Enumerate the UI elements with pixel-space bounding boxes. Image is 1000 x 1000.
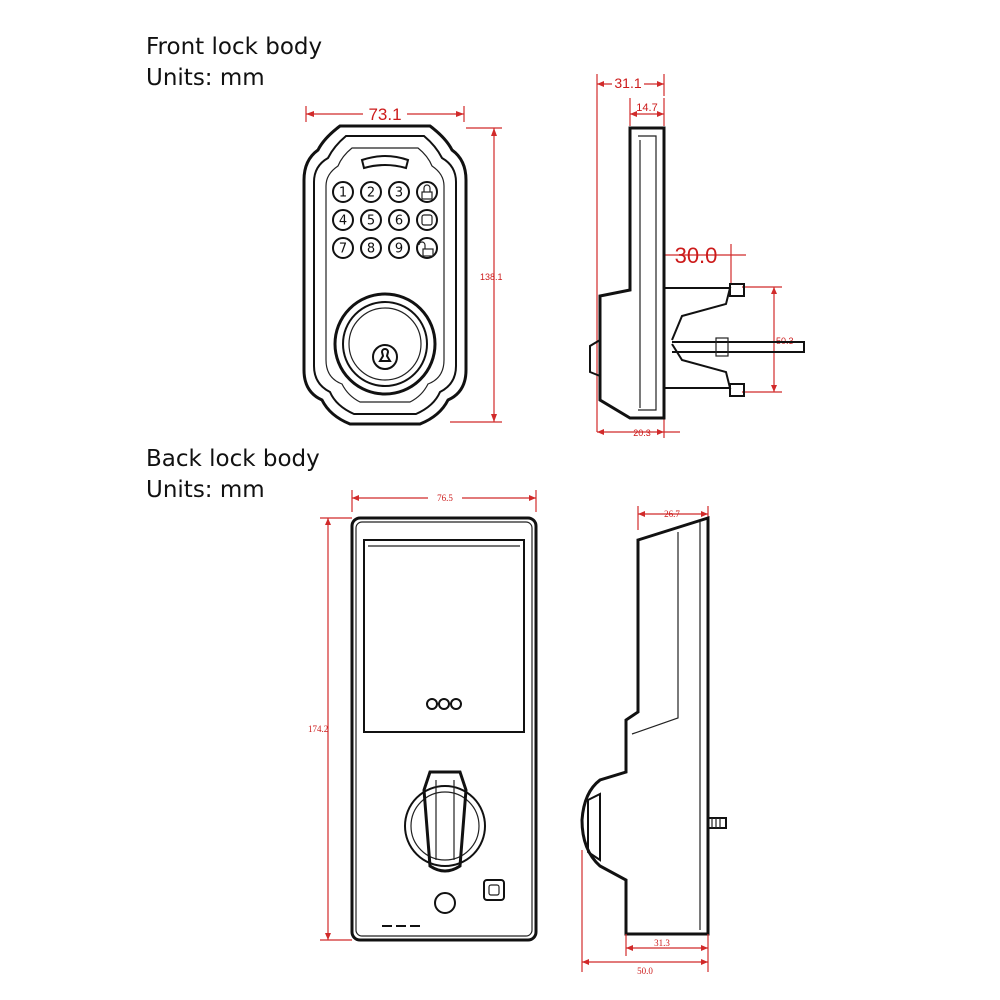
back-mid-depth-label: 31.3 [654, 938, 670, 948]
svg-text:4: 4 [339, 214, 347, 229]
back-title: Back lock body [146, 446, 320, 472]
back-width-dimension: 76.5 [351, 490, 537, 512]
keypad-key-3: 3 [388, 181, 410, 203]
svg-text:9: 9 [395, 242, 403, 257]
svg-text:1: 1 [339, 186, 347, 201]
front-face-depth-label: 14.7 [636, 102, 657, 114]
svg-text:8: 8 [367, 242, 375, 257]
keypad-key-blank [416, 209, 438, 231]
lock-open-icon [416, 237, 438, 259]
back-battery-cover [363, 539, 525, 733]
fingerprint-sensor-icon [483, 879, 505, 901]
front-face-depth-dimension: 14.7 [629, 98, 665, 126]
svg-text:6: 6 [395, 214, 403, 229]
front-indicator-slot [360, 155, 410, 170]
front-cylinder [333, 292, 437, 396]
back-height-dimension: 174.2 [308, 517, 352, 941]
keypad-key-5: 5 [360, 209, 382, 231]
front-units: Units: mm [146, 65, 265, 91]
keypad-key-8: 8 [360, 237, 382, 259]
keypad-key-9: 9 [388, 237, 410, 259]
front-depth-label: 31.1 [614, 75, 641, 91]
svg-text:2: 2 [367, 186, 375, 201]
lock-closed-icon [416, 181, 438, 203]
front-width-label: 73.1 [368, 105, 401, 124]
front-height-label: 138.1 [480, 272, 503, 282]
back-height-label: 174.2 [308, 724, 328, 734]
keypad-key-1: 1 [332, 181, 354, 203]
back-top-depth-dimension: 26.7 [637, 506, 709, 530]
front-lock-side-view: 31.1 14.7 30.0 50.3 [589, 74, 805, 438]
back-total-depth-label: 50.0 [637, 966, 653, 976]
front-height-dimension: 138.1 [450, 127, 503, 423]
front-bolt-offset-label: 30.0 [675, 243, 718, 268]
back-button-circle [434, 892, 456, 914]
back-lock-side-view: 26.7 31.3 50.0 [580, 506, 727, 976]
back-indicator-lights [426, 698, 462, 710]
front-keypad: 1 2 3 4 5 6 7 8 9 [332, 181, 438, 259]
front-side-body [598, 126, 666, 420]
back-side-screw [707, 817, 727, 829]
svg-text:3: 3 [395, 186, 403, 201]
back-thumb-turn [404, 770, 486, 873]
back-width-label: 76.5 [437, 493, 453, 503]
front-bolt-span-dimension: 50.3 [742, 286, 794, 393]
back-side-body [580, 515, 710, 936]
front-body-outline [302, 124, 468, 426]
back-top-depth-label: 26.7 [664, 509, 680, 519]
keypad-key-2: 2 [360, 181, 382, 203]
keyhole-icon [372, 344, 398, 370]
svg-text:5: 5 [367, 214, 375, 229]
back-total-depth-dimension: 50.0 [581, 850, 709, 976]
back-lock-front-view: 76.5 174.2 [308, 490, 538, 942]
front-side-bolt [664, 283, 805, 397]
keypad-key-4: 4 [332, 209, 354, 231]
back-body-outline [350, 516, 538, 942]
front-depth-dimension: 31.1 [596, 74, 665, 96]
front-bolt-offset-dimension: 30.0 [664, 243, 746, 284]
keypad-key-7: 7 [332, 237, 354, 259]
back-mid-depth-dimension: 31.3 [625, 934, 709, 956]
front-width-dimension: 73.1 [305, 103, 465, 124]
keypad-key-6: 6 [388, 209, 410, 231]
front-base-depth-dimension: 20.3 [597, 410, 680, 438]
back-units: Units: mm [146, 477, 265, 503]
front-lock-front-view: 73.1 138.1 1 2 3 4 5 6 7 8 9 [302, 103, 503, 426]
svg-text:7: 7 [339, 242, 347, 257]
back-heading: Back lock body Units: mm [146, 444, 320, 506]
front-heading: Front lock body Units: mm [146, 32, 322, 94]
front-title: Front lock body [146, 34, 323, 60]
front-base-depth-label: 20.3 [633, 428, 651, 438]
